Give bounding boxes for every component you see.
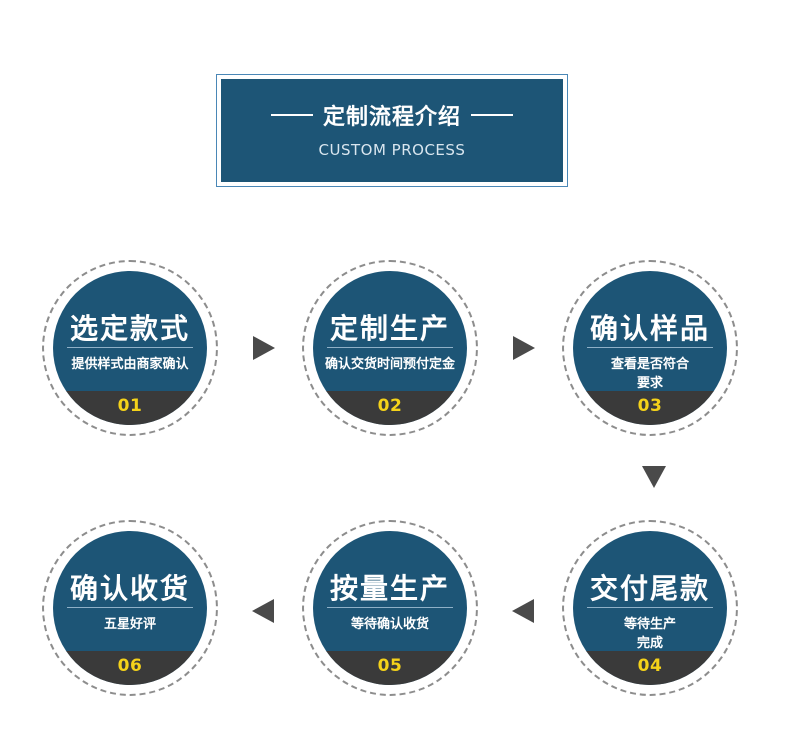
- step-number-band: 04: [573, 651, 727, 685]
- step-disc: 交付尾款 等待生产 完成 04: [573, 531, 727, 685]
- step-number-band: 02: [313, 391, 467, 425]
- page-subtitle: CUSTOM PROCESS: [318, 140, 466, 159]
- page-title: 定制流程介绍: [322, 104, 461, 130]
- step-number: 02: [377, 396, 403, 416]
- step-disc: 按量生产 等待确认收货 05: [313, 531, 467, 685]
- step-02: 定制生产 确认交货时间预付定金 02: [302, 260, 478, 436]
- step-description: 确认交货时间预付定金: [324, 357, 455, 372]
- step-number: 04: [637, 656, 663, 676]
- arrow-down-icon: [642, 466, 666, 488]
- step-04: 交付尾款 等待生产 完成 04: [562, 520, 738, 696]
- step-06: 确认收货 五星好评 06: [42, 520, 218, 696]
- arrow-left-icon: [512, 599, 534, 623]
- step-divider: [67, 607, 193, 608]
- step-title: 确认收货: [69, 572, 190, 605]
- step-title: 定制生产: [329, 312, 450, 345]
- step-title: 确认样品: [589, 312, 710, 345]
- arrow-left-icon: [252, 599, 274, 623]
- step-divider: [587, 347, 713, 348]
- arrow-right-icon: [253, 336, 275, 360]
- step-number: 01: [117, 396, 143, 416]
- step-03: 确认样品 查看是否符合 要求 03: [562, 260, 738, 436]
- step-title: 交付尾款: [589, 572, 710, 605]
- step-description: 提供样式由商家确认: [71, 357, 189, 372]
- step-title: 选定款式: [69, 312, 190, 345]
- step-disc: 选定款式 提供样式由商家确认 01: [53, 271, 207, 425]
- header-frame: 定制流程介绍 CUSTOM PROCESS: [216, 74, 568, 187]
- step-number-band: 06: [53, 651, 207, 685]
- step-05: 按量生产 等待确认收货 05: [302, 520, 478, 696]
- step-01: 选定款式 提供样式由商家确认 01: [42, 260, 218, 436]
- step-number: 06: [117, 656, 143, 676]
- arrow-right-icon: [513, 336, 535, 360]
- step-description: 五星好评: [103, 617, 156, 632]
- step-number-band: 01: [53, 391, 207, 425]
- step-divider: [327, 347, 453, 348]
- step-title: 按量生产: [329, 572, 450, 605]
- title-rule-right: [471, 113, 513, 116]
- step-number-band: 05: [313, 651, 467, 685]
- step-number-band: 03: [573, 391, 727, 425]
- step-divider: [67, 347, 193, 348]
- step-disc: 定制生产 确认交货时间预付定金 02: [313, 271, 467, 425]
- header-title-row: 定制流程介绍: [270, 99, 513, 131]
- title-rule-left: [270, 113, 313, 116]
- step-divider: [327, 607, 453, 608]
- step-disc: 确认样品 查看是否符合 要求 03: [573, 271, 727, 425]
- step-disc: 确认收货 五星好评 06: [53, 531, 207, 685]
- step-description: 等待生产 完成: [623, 617, 676, 651]
- step-divider: [587, 607, 713, 608]
- step-description: 查看是否符合 要求: [610, 357, 689, 391]
- header-panel: 定制流程介绍 CUSTOM PROCESS: [221, 79, 563, 182]
- step-number: 05: [377, 656, 403, 676]
- step-description: 等待确认收货: [350, 617, 429, 632]
- step-number: 03: [637, 396, 663, 416]
